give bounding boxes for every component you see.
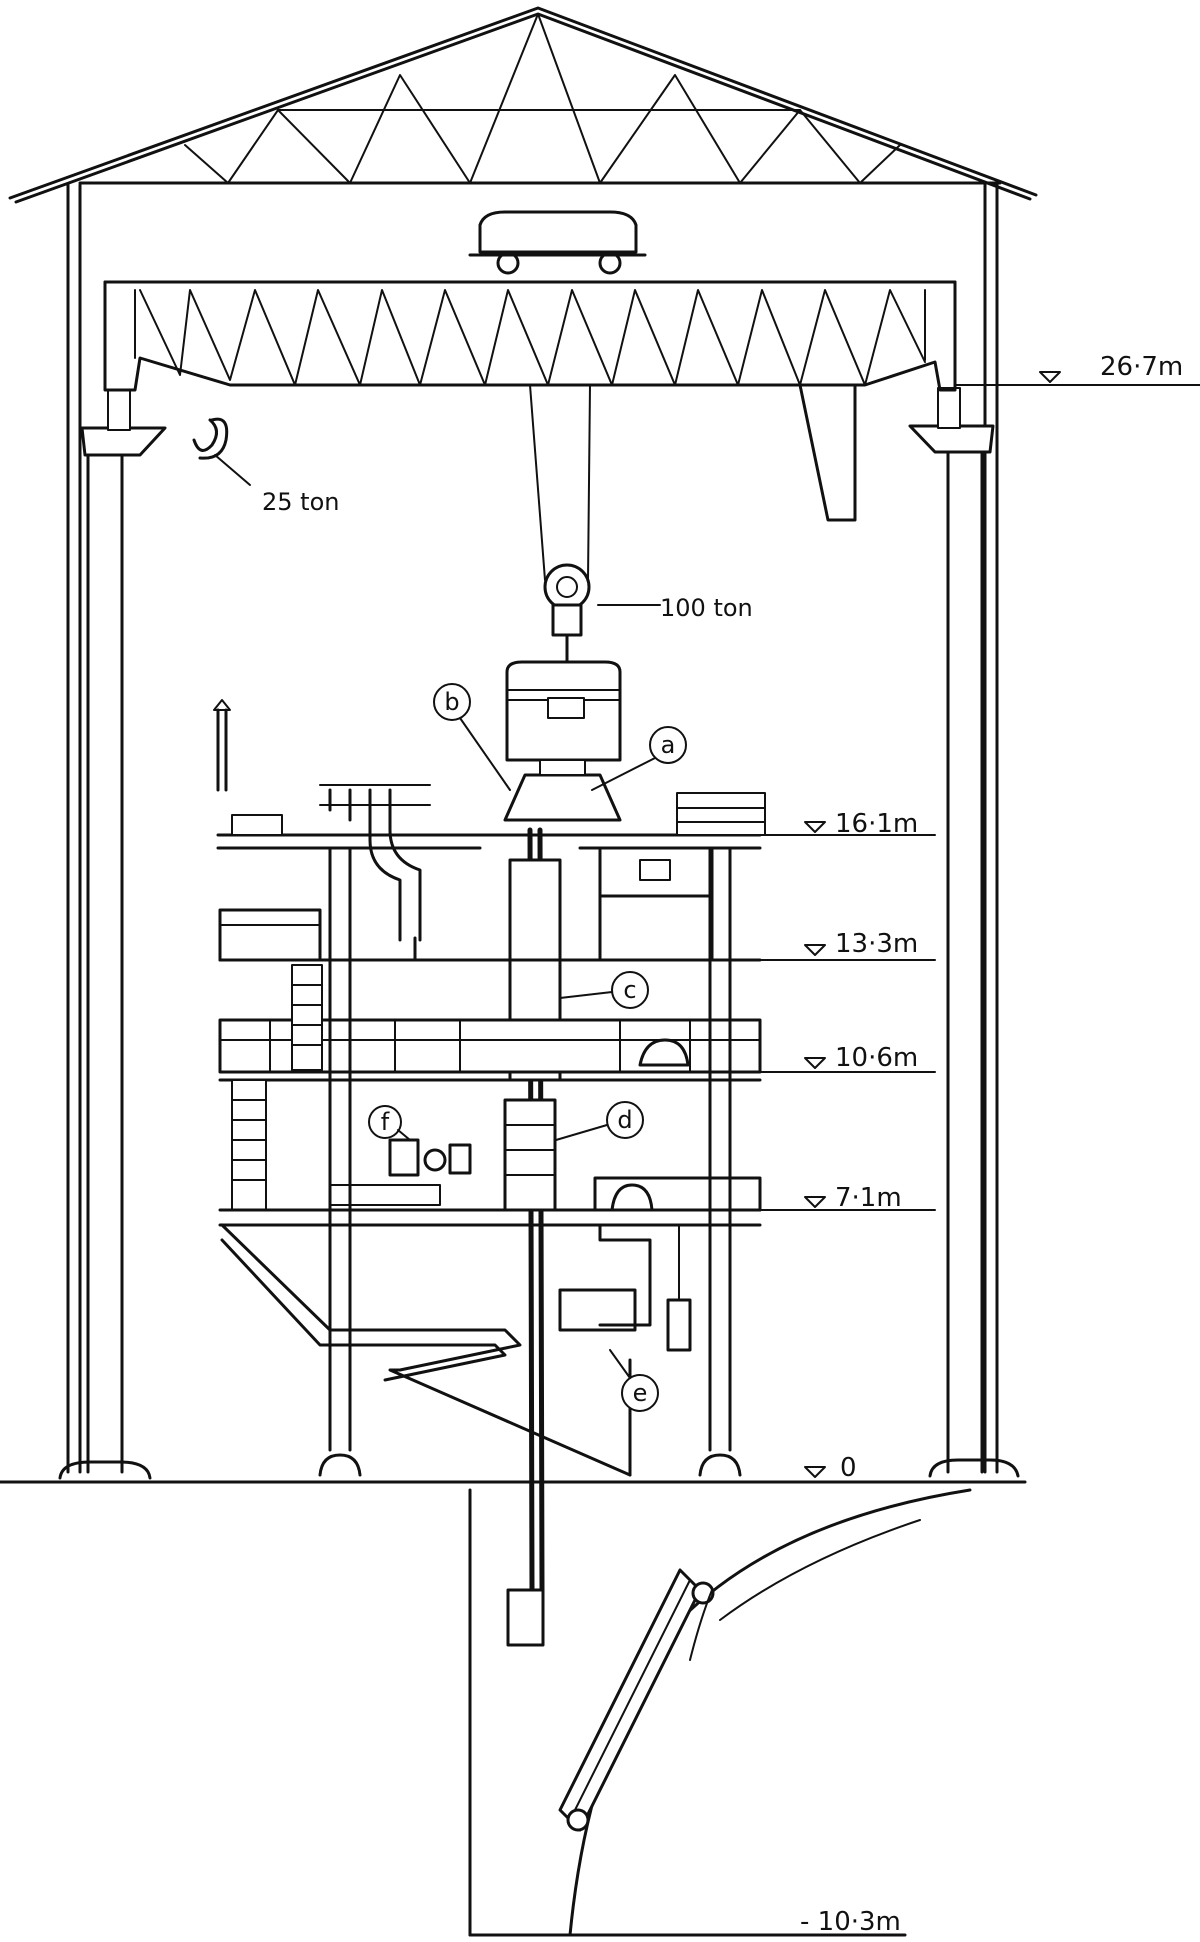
marker-c-label: c [623, 976, 636, 1004]
aux-hook-capacity-label: 25 ton [262, 488, 339, 516]
turbine-pit [468, 1488, 972, 1937]
generator-head [503, 660, 622, 822]
overhead-crane [103, 210, 957, 581]
main-hook-capacity-label: 100 ton [660, 594, 753, 622]
elevation-label-26m: 26·7m [1100, 352, 1183, 382]
marker-d: d [555, 1101, 644, 1141]
elevation-marker-16m: 16·1m [804, 809, 918, 839]
elevation-marker-26m: 26·7m [954, 352, 1200, 386]
elevation-label-16m: 16·1m [835, 809, 918, 839]
main-hook: 100 ton [543, 563, 753, 692]
marker-c: c [559, 971, 649, 1009]
marker-a: a [591, 726, 687, 791]
elevation-marker-7m: 7·1m [804, 1183, 902, 1213]
elevation-marker-ground: 0 [804, 1453, 857, 1483]
marker-f: f [368, 1105, 411, 1141]
marker-a-label: a [661, 731, 676, 759]
elevation-label-pit: - 10·3m [800, 1907, 901, 1937]
floor-13m [218, 894, 936, 962]
interior-columns [318, 846, 742, 1477]
marker-b-label: b [444, 688, 459, 716]
marker-d-label: d [617, 1106, 632, 1134]
elevation-label-ground: 0 [840, 1453, 857, 1483]
elevation-label-10m: 10·6m [835, 1043, 918, 1073]
floor-10m [218, 964, 936, 1082]
floor-7m [218, 1079, 936, 1227]
elevation-label-7m: 7·1m [835, 1183, 902, 1213]
elevation-marker-13m: 13·3m [804, 929, 918, 959]
roof-truss [8, 6, 1038, 204]
elevation-marker-10m: 10·6m [804, 1043, 918, 1073]
marker-e-label: e [633, 1379, 648, 1407]
auxiliary-hook: 25 ton [192, 417, 339, 516]
left-pipework [213, 699, 431, 942]
building-columns [58, 183, 1020, 1480]
elevation-marker-pit: - 10·3m [800, 1907, 901, 1937]
marker-f-label: f [381, 1108, 390, 1136]
lower-stairway [220, 1223, 692, 1477]
elevation-label-13m: 13·3m [835, 929, 918, 959]
floor-16m [216, 792, 936, 898]
turbine-shaft [506, 827, 562, 1647]
marker-b: b [433, 683, 511, 791]
marker-e: e [609, 1349, 659, 1412]
